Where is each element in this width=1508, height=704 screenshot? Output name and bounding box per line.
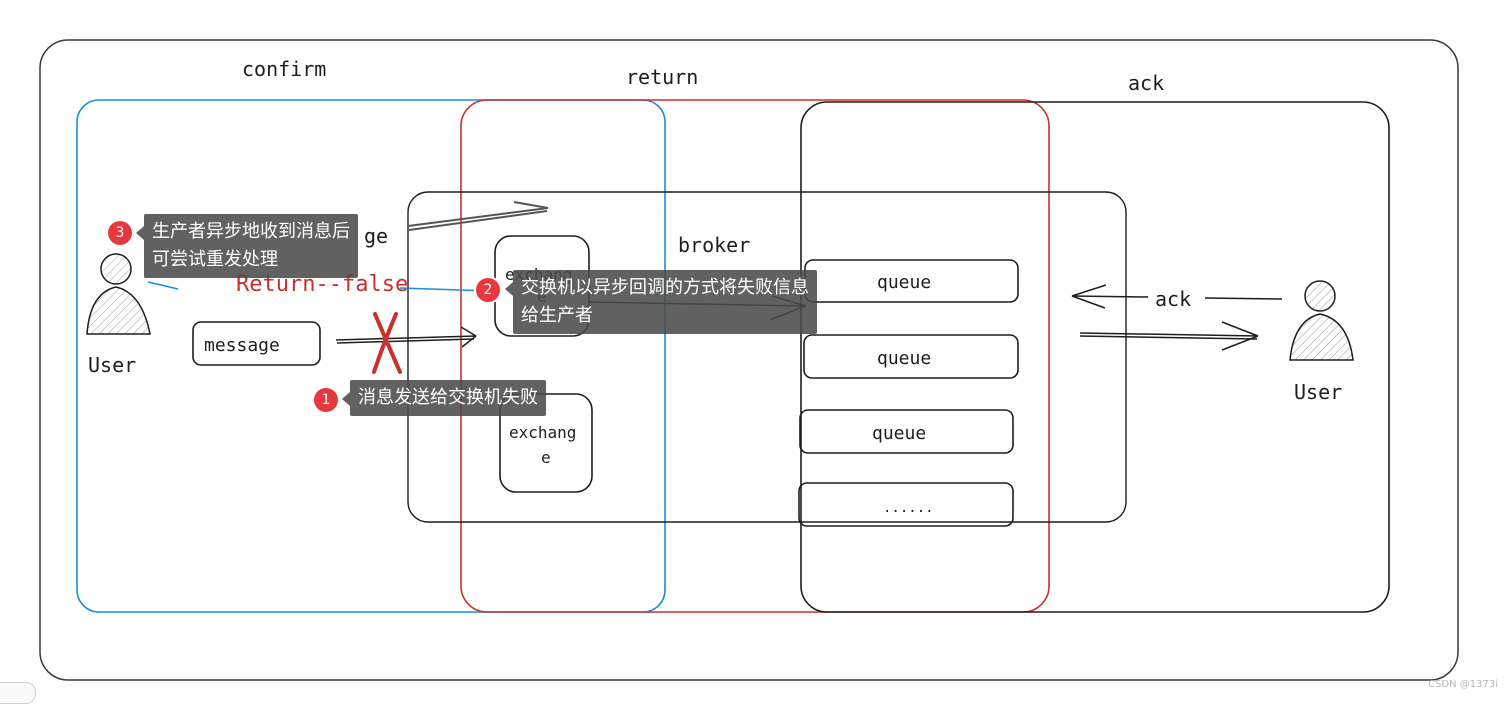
ack-arrow-label: ack	[1155, 287, 1191, 311]
queue-label-2: queue	[877, 348, 931, 369]
return-false-arrow	[147, 281, 491, 292]
watermark: CSDN @1373i	[1428, 679, 1498, 690]
annotation-2-badge: 2	[476, 278, 500, 302]
top-retry-arrow	[407, 201, 549, 231]
annotation-2-tooltip: 交换机以异步回调的方式将失败信息 给生产者	[505, 270, 817, 334]
annotation-1-tooltip: 消息发送给交换机失败	[342, 380, 546, 416]
message-box	[192, 321, 321, 366]
ack-arrow	[1071, 284, 1283, 309]
broker-box	[407, 191, 1127, 523]
return-region	[460, 99, 1050, 613]
send-failure-mark	[372, 312, 402, 374]
message-to-exchange-arrow	[335, 326, 477, 348]
queue-more-label: ......	[883, 500, 934, 516]
user-right-label: User	[1294, 380, 1342, 404]
outer-frame	[39, 39, 1459, 681]
exchange-bottom-label-1: exchang	[509, 423, 576, 442]
deliver-arrow	[1079, 321, 1259, 351]
broker-label: broker	[678, 233, 750, 257]
ack-region	[800, 101, 1390, 613]
annotation-3-badge: 3	[108, 221, 132, 245]
message-label: message	[204, 335, 280, 356]
return-label: return	[626, 65, 698, 89]
exchange-bottom-label-2: e	[541, 448, 551, 467]
queue-label-3: queue	[872, 423, 926, 444]
exchange-bottom-box	[499, 393, 593, 493]
user-left-label: User	[88, 353, 136, 377]
ack-region-label: ack	[1128, 71, 1164, 95]
user-right-figure	[1289, 280, 1354, 361]
confirm-region	[76, 99, 666, 613]
queue-box-2	[803, 334, 1019, 379]
queue-box-more	[798, 482, 1014, 527]
corner-handle	[0, 682, 36, 704]
annotation-1-badge: 1	[314, 388, 338, 412]
user-left-figure	[86, 253, 151, 335]
queue-box-3	[799, 409, 1014, 454]
annotation-3-tooltip: 生产者异步地收到消息后 可尝试重发处理	[136, 214, 358, 278]
queue-label-1: queue	[877, 272, 931, 293]
confirm-label: confirm	[242, 57, 326, 81]
partial-exchange-label: ge	[364, 224, 388, 248]
